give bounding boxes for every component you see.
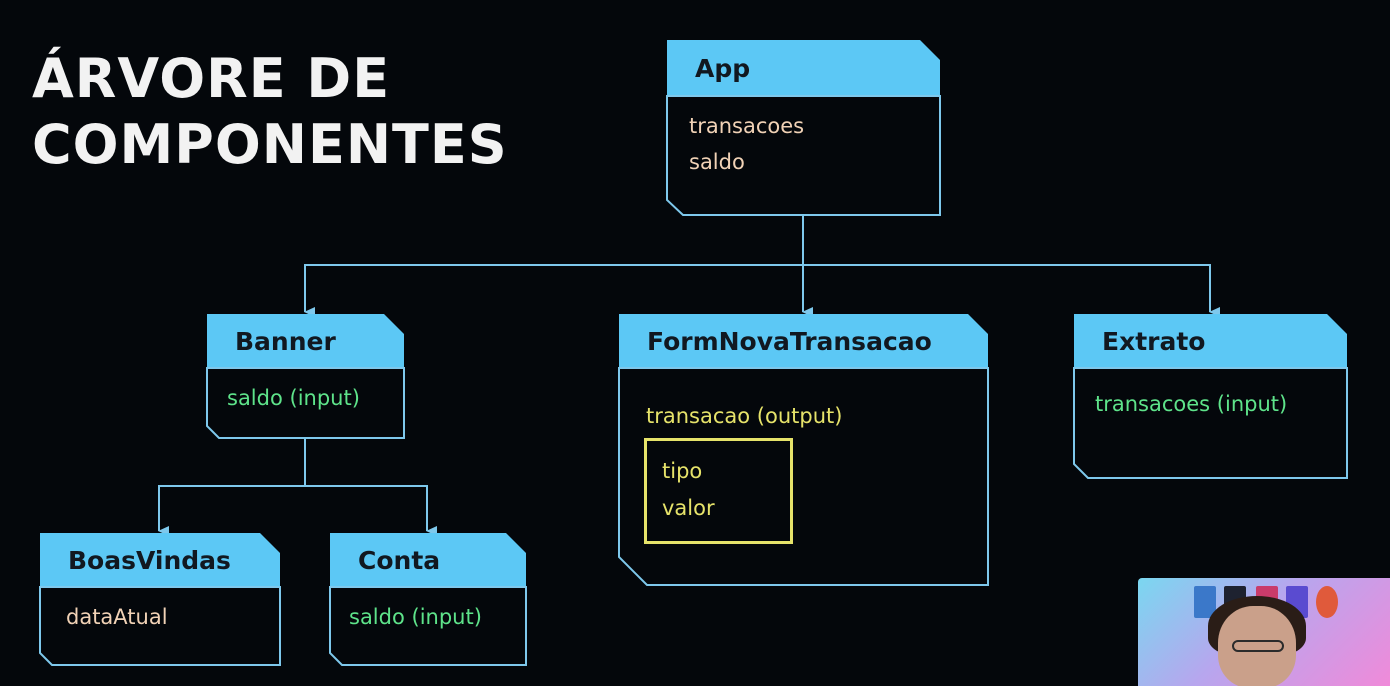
presenter-glasses	[1232, 640, 1284, 652]
node-app: App transacoes saldo	[666, 40, 941, 216]
node-conta-name: Conta	[358, 545, 441, 575]
conta-field-saldo: saldo (input)	[349, 605, 482, 629]
boasvindas-field-dataatual: dataAtual	[66, 605, 168, 629]
node-banner-name: Banner	[235, 326, 336, 356]
title-line-2: COMPONENTES	[32, 113, 508, 176]
node-form-body: transacao (output)	[619, 398, 988, 434]
node-extrato-name: Extrato	[1102, 326, 1206, 356]
node-conta-body: saldo (input)	[330, 599, 526, 635]
node-boasvindas-body: dataAtual	[40, 599, 280, 635]
node-app-name: App	[695, 53, 751, 83]
node-extrato: Extrato transacoes (input)	[1073, 314, 1348, 479]
node-boas-vindas: BoasVindas dataAtual	[39, 533, 281, 666]
node-extrato-shape	[1073, 314, 1348, 479]
wall-poster	[1194, 586, 1216, 618]
node-banner-body: saldo (input)	[207, 380, 404, 416]
form-output-field-tipo: tipo	[662, 459, 703, 483]
form-field-transacao-output: transacao (output)	[646, 404, 843, 428]
edge-banner-conta	[305, 485, 437, 536]
node-form-shape	[618, 314, 989, 586]
diagram-title: ÁRVORE DE COMPONENTES	[32, 46, 508, 178]
edge-app-banner	[304, 216, 804, 317]
presenter-webcam	[1138, 578, 1390, 686]
node-extrato-body: transacoes (input)	[1074, 386, 1347, 422]
app-field-transacoes: transacoes	[689, 114, 805, 138]
node-form-nova-transacao: FormNovaTransacao transacao (output) tip…	[618, 314, 989, 586]
node-banner: Banner saldo (input)	[206, 314, 405, 439]
extrato-field-transacoes: transacoes (input)	[1095, 392, 1288, 416]
edge-banner-boasvindas	[158, 439, 306, 536]
node-boasvindas-shape	[39, 533, 281, 666]
wall-poster	[1316, 586, 1338, 618]
node-form-name: FormNovaTransacao	[647, 326, 932, 356]
node-boasvindas-name: BoasVindas	[68, 545, 231, 575]
banner-field-saldo: saldo (input)	[227, 386, 360, 410]
title-line-1: ÁRVORE DE	[32, 47, 391, 110]
edge-app-extrato	[803, 264, 1220, 317]
form-output-field-valor: valor	[662, 496, 715, 520]
node-conta: Conta saldo (input)	[329, 533, 527, 666]
app-field-saldo: saldo	[689, 150, 745, 174]
node-app-shape	[666, 40, 941, 216]
node-banner-shape	[206, 314, 405, 439]
node-app-body: transacoes saldo	[667, 108, 940, 180]
output-fields-box: tipo valor	[644, 438, 793, 544]
node-conta-shape	[329, 533, 527, 666]
